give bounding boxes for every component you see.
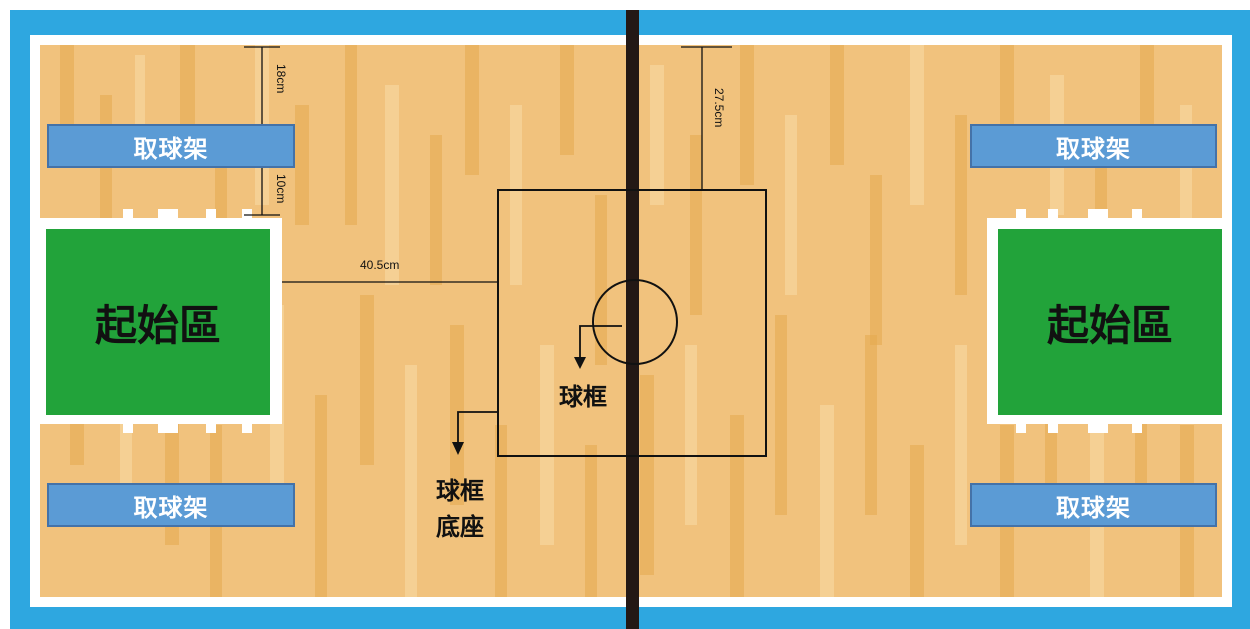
- start-zone-notch: [1132, 424, 1142, 433]
- hoop-arrow: [574, 325, 622, 369]
- start-zone-label: 起始區: [94, 300, 221, 350]
- start-zone-notch: [242, 424, 252, 433]
- dimension-label-40-5cm: 40.5cm: [360, 258, 400, 272]
- dimension-line-18cm: [244, 46, 280, 124]
- start-zone-notch: [123, 209, 133, 218]
- start-zone-notch: [158, 209, 178, 218]
- start-zone-notch: [206, 424, 216, 433]
- dimension-label-27-5cm: 27.5cm: [712, 88, 726, 128]
- start-zone-notch: [1048, 424, 1058, 433]
- hoop-base-label-line1: 球框: [436, 477, 484, 505]
- hoop-base: [497, 189, 767, 457]
- ball-rack-top-right: 取球架: [970, 124, 1217, 168]
- start-zone-notch: [1048, 209, 1058, 218]
- center-line: [626, 10, 639, 629]
- start-zone-left: 起始區: [46, 229, 270, 415]
- start-zone-notch: [158, 424, 178, 433]
- hoop-base-label-line2: 底座: [436, 513, 484, 541]
- dimension-label-10cm: 10cm: [274, 174, 288, 204]
- hoop-circle: [592, 279, 678, 365]
- dimension-line-27-5cm: [681, 46, 732, 190]
- rack-label: 取球架: [1056, 493, 1131, 522]
- ball-rack-bottom-left: 取球架: [47, 483, 295, 527]
- ball-rack-bottom-right: 取球架: [970, 483, 1217, 527]
- start-zone-notch: [1088, 209, 1108, 218]
- start-zone-notch: [1132, 209, 1142, 218]
- rack-label: 取球架: [133, 493, 209, 522]
- ball-rack-top-left: 取球架: [47, 124, 295, 168]
- start-zone-label: 起始區: [1046, 300, 1173, 350]
- start-zone-notch: [206, 209, 216, 218]
- start-zone-notch: [1088, 424, 1108, 433]
- hoop-base-arrow: [452, 411, 497, 455]
- start-zone-notch: [242, 209, 252, 218]
- start-zone-notch: [1016, 424, 1026, 433]
- rack-label: 取球架: [133, 134, 209, 163]
- dimension-line-10cm: [244, 168, 280, 216]
- start-zone-notch: [123, 424, 133, 433]
- start-zone-notch: [1016, 209, 1026, 218]
- hoop-label: 球框: [559, 383, 607, 411]
- start-zone-right: 起始區: [998, 229, 1222, 415]
- dimension-label-18cm: 18cm: [274, 64, 288, 94]
- rack-label: 取球架: [1056, 134, 1131, 163]
